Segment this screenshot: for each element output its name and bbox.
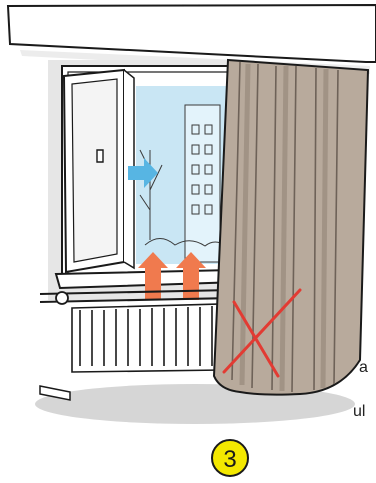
step-number: 3 <box>223 446 236 473</box>
edge-text-line2: ul <box>353 404 365 420</box>
curtain <box>214 60 368 395</box>
window-handle-icon <box>97 150 103 162</box>
window-sash <box>64 70 134 272</box>
step-badge: 3 <box>212 440 248 476</box>
radiator <box>72 304 222 372</box>
edge-text-line1: a <box>359 360 368 376</box>
